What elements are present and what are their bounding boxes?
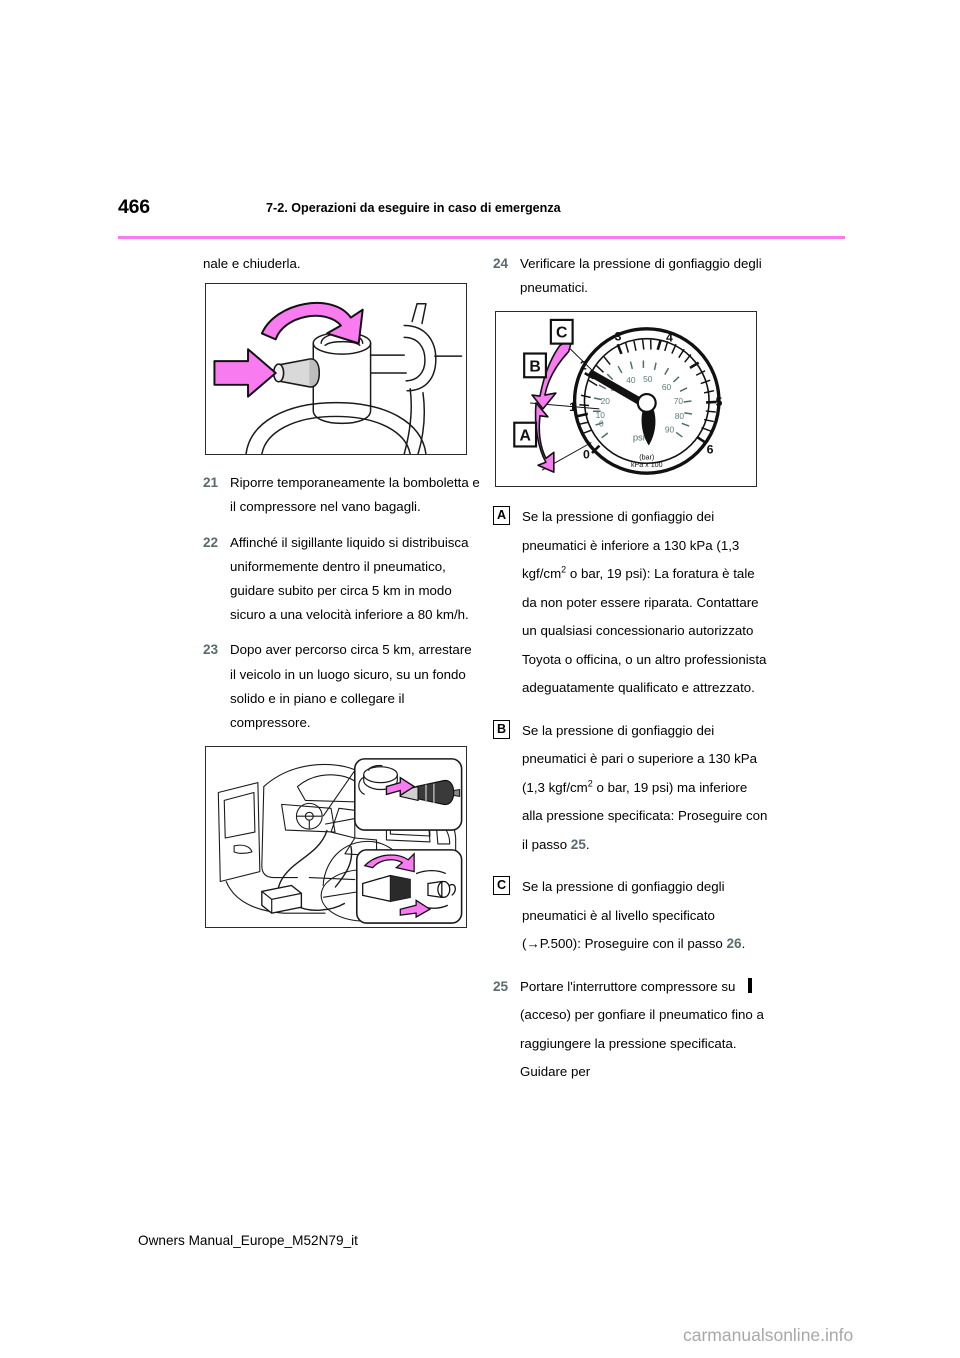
svg-text:(bar): (bar) (639, 454, 654, 462)
lettered-item-b-text-3: . (585, 836, 590, 852)
step-24-text: Verificare la pressione di gonfiaggio de… (520, 256, 762, 296)
header-divider (118, 236, 845, 239)
lettered-item-b: B Se la pressione di gonfiaggio dei pneu… (493, 717, 770, 860)
svg-text:2: 2 (580, 359, 587, 373)
svg-text:6: 6 (707, 443, 714, 457)
step-25-text-2: (acceso) per gonfiare il pneumatico fino… (520, 1007, 764, 1080)
step-21: 21 Riporre temporaneamente la bomboletta… (203, 471, 480, 519)
label-tag-a: A (493, 506, 510, 526)
lettered-item-a-text-1: Se la pressione di gonfiaggio dei pneuma… (522, 509, 740, 582)
step-24: 24 Verificare la pressione di gonfiaggio… (493, 252, 770, 300)
lettered-item-c-text-3: . (741, 936, 746, 952)
superscript-square-a: 2 (561, 564, 567, 575)
document-id-footer: Owners Manual_Europe_M52N79_it (138, 1233, 358, 1248)
step-22: 22 Affinché il sigillante liquido si dis… (203, 531, 480, 628)
label-tag-b: B (493, 719, 510, 739)
page-reference-arrow-icon: → (526, 936, 540, 952)
svg-text:0: 0 (583, 448, 590, 462)
lettered-item-c-step-ref: 26 (726, 936, 742, 952)
svg-text:50: 50 (643, 375, 653, 385)
svg-text:4: 4 (666, 331, 673, 345)
page-number: 466 (118, 196, 150, 218)
step-21-text: Riporre temporaneamente la bomboletta e … (230, 475, 480, 515)
step-23-text: Dopo aver percorso circa 5 km, arrestare… (230, 642, 472, 731)
svg-text:3: 3 (615, 330, 622, 344)
compressor-switch-on-icon (748, 977, 753, 993)
bottle-valve-cap-illustration (205, 283, 467, 456)
label-tag-c: C (493, 876, 510, 896)
svg-text:psi: psi (633, 432, 645, 443)
left-column: nale e chiuderla. (203, 252, 480, 944)
superscript-square-b: 2 (587, 778, 593, 789)
step-25-text-1: Portare l'interruttore compressore su (520, 978, 740, 994)
step-24-number: 24 (493, 256, 509, 271)
svg-text:kPa x 100: kPa x 100 (631, 462, 663, 470)
page-header: 466 7-2. Operazioni da eseguire in caso … (118, 196, 845, 226)
step-21-number: 21 (203, 475, 219, 491)
svg-text:40: 40 (626, 376, 636, 386)
lettered-item-b-text-2: o bar, 19 psi) ma inferiore alla pressio… (522, 779, 768, 852)
site-watermark: carmanualsonline.info (683, 1325, 854, 1345)
lettered-item-a: A Se la pressione di gonfiaggio dei pneu… (493, 503, 770, 703)
lettered-item-c: C Se la pressione di gonfiaggio degli pn… (493, 873, 770, 959)
svg-text:A: A (519, 428, 530, 445)
lettered-item-c-text-2: P.500): Proseguire con il passo (539, 936, 727, 952)
svg-text:20: 20 (601, 396, 611, 406)
svg-text:10: 10 (596, 410, 606, 420)
intro-paragraph: nale e chiuderla. (203, 256, 301, 271)
svg-text:5: 5 (715, 395, 722, 409)
step-22-number: 22 (203, 534, 219, 550)
vehicle-compressor-connection-illustration (205, 746, 467, 929)
lettered-item-b-text-1: Se la pressione di gonfiaggio dei pneuma… (522, 722, 758, 795)
step-23-number: 23 (203, 642, 219, 658)
svg-text:C: C (556, 325, 567, 342)
lettered-item-a-text-2: o bar, 19 psi): La foratura è tale da no… (522, 566, 767, 696)
pressure-gauge-illustration: 0 1 2 3 4 5 6 0 10 20 30 40 50 60 (495, 311, 757, 488)
step-23: 23 Dopo aver percorso circa 5 km, arrest… (203, 638, 480, 735)
step-25: 25 Portare l'interruttore compressore su… (493, 973, 770, 1087)
step-25-number: 25 (493, 978, 509, 994)
step-22-text: Affinché il sigillante liquido si distri… (230, 534, 469, 623)
section-title: 7-2. Operazioni da eseguire in caso di e… (266, 201, 561, 215)
svg-text:70: 70 (674, 396, 684, 406)
lettered-item-c-text-1: Se la pressione di gonfiaggio degli pneu… (522, 879, 725, 952)
lettered-item-b-step-ref: 25 (570, 836, 586, 852)
svg-text:B: B (529, 359, 540, 376)
svg-text:90: 90 (665, 425, 675, 435)
svg-text:60: 60 (662, 383, 672, 393)
right-column: 24 Verificare la pressione di gonfiaggio… (493, 252, 770, 1101)
svg-text:80: 80 (675, 411, 685, 421)
svg-text:0: 0 (599, 419, 604, 429)
